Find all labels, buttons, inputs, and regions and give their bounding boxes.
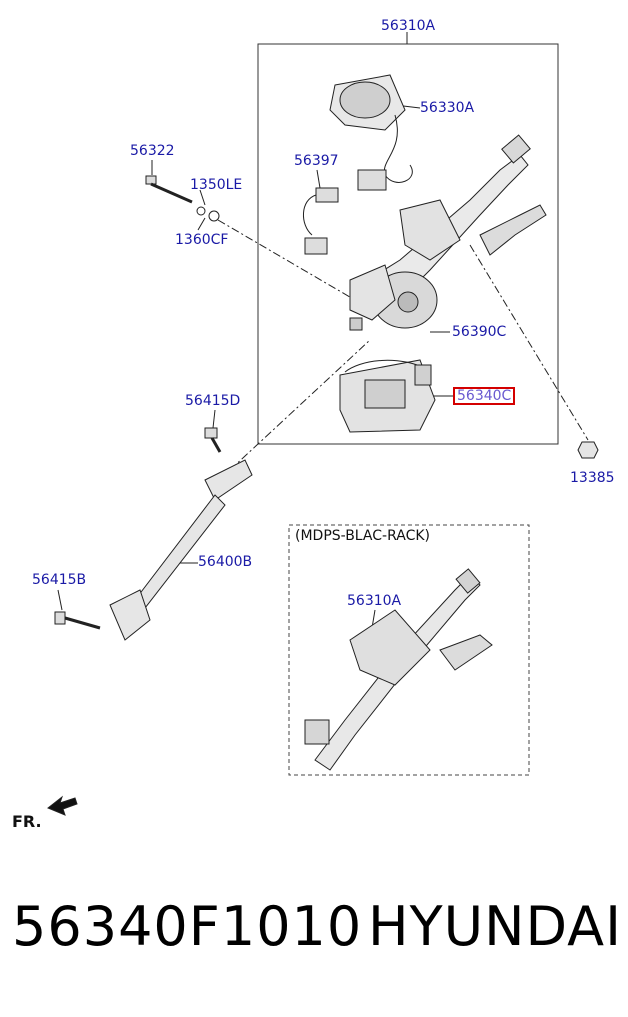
callout-56397: 56397 bbox=[294, 153, 339, 169]
callout-56330A: 56330A bbox=[420, 100, 475, 116]
washer-icon bbox=[196, 206, 206, 216]
callout-13385: 13385 bbox=[570, 470, 615, 486]
callout-56310A-alt: 56310A bbox=[347, 593, 402, 609]
brand-name: HYUNDAI bbox=[368, 895, 623, 958]
callout-56322: 56322 bbox=[130, 143, 175, 159]
torque-sensor-icon bbox=[329, 74, 413, 191]
bolt-56322-icon bbox=[145, 175, 193, 204]
wiring-harness-icon bbox=[303, 187, 339, 255]
alt-steering-column-icon bbox=[304, 568, 493, 771]
callout-56390C: 56390C bbox=[452, 324, 507, 340]
washer-icon bbox=[208, 210, 220, 222]
assembly-box bbox=[257, 43, 559, 445]
part-number: 56340F1010 bbox=[12, 895, 363, 958]
callout-56400B: 56400B bbox=[198, 554, 253, 570]
callout-56415D: 56415D bbox=[185, 393, 241, 409]
ecu-module-icon bbox=[339, 359, 436, 433]
bolt-56415B-icon bbox=[54, 611, 101, 630]
callout-56415B: 56415B bbox=[32, 572, 87, 588]
callout-56340C: 56340C bbox=[453, 387, 516, 405]
callout-56310A-top: 56310A bbox=[381, 18, 436, 34]
callout-1360CF: 1360CF bbox=[175, 232, 229, 248]
steering-column-icon bbox=[349, 134, 547, 331]
callout-1350LE: 1350LE bbox=[190, 177, 243, 193]
front-arrow-icon bbox=[47, 795, 78, 816]
parts-diagram bbox=[47, 32, 599, 816]
alt-box-title: (MDPS-BLAC-RACK) bbox=[295, 528, 430, 544]
footer: 56340F1010 HYUNDAI bbox=[0, 895, 628, 985]
nut-icon bbox=[577, 441, 599, 459]
alt-assembly-box bbox=[288, 524, 530, 776]
direction-label: FR. bbox=[12, 812, 42, 831]
bolt-56415D-icon bbox=[204, 427, 222, 453]
intermediate-shaft-icon bbox=[109, 459, 253, 641]
